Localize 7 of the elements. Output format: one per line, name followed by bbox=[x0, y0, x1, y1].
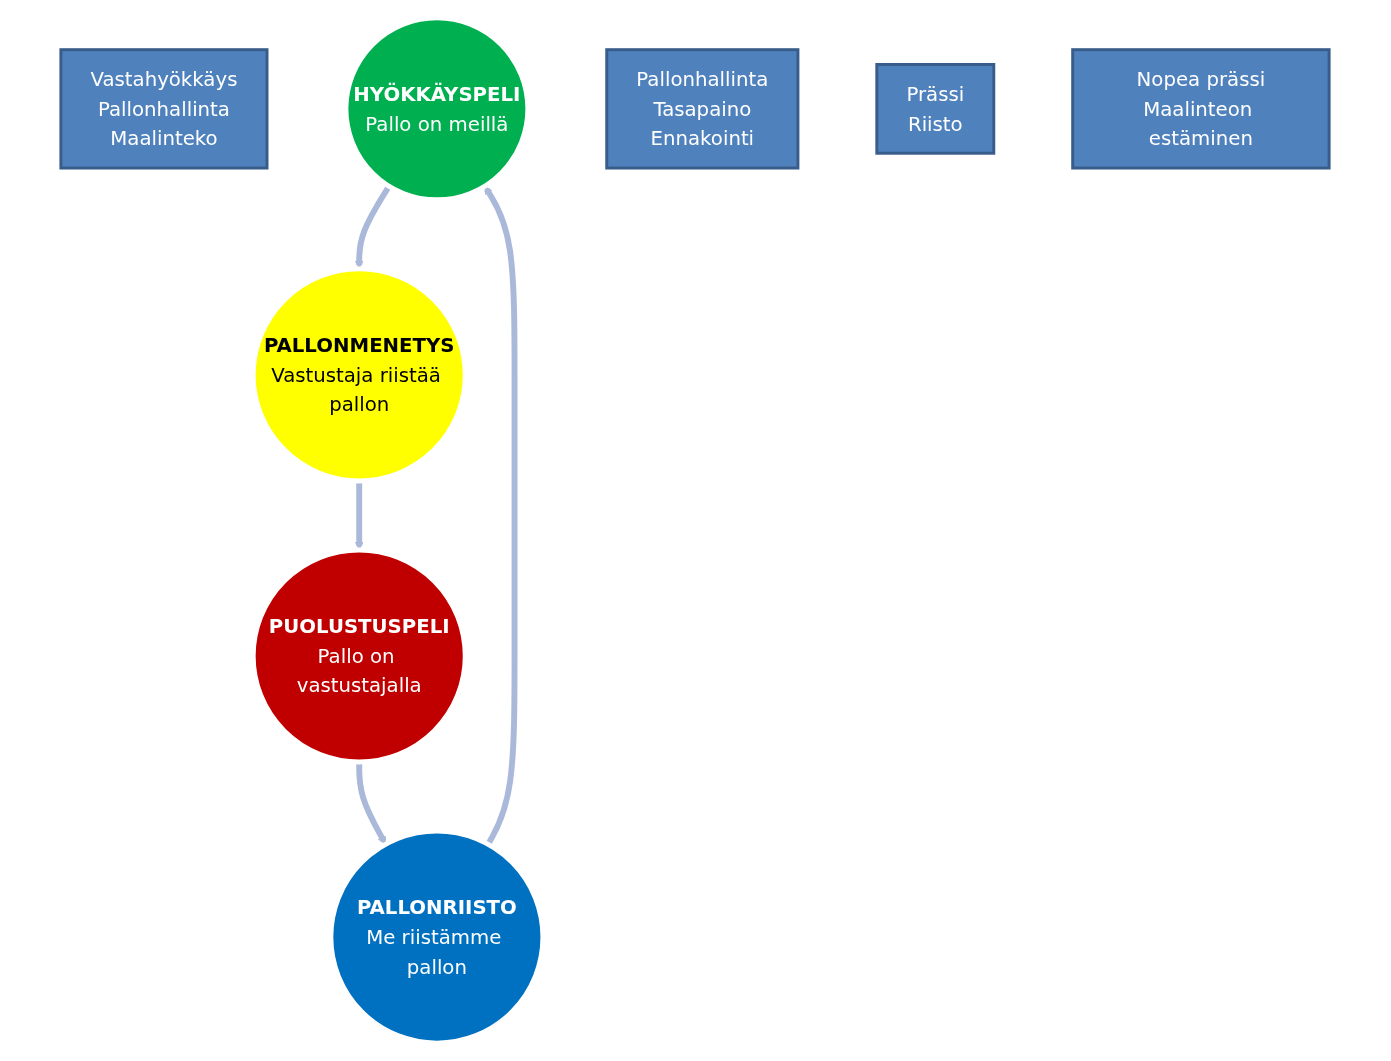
arrow bbox=[484, 185, 518, 846]
node-box: Pallonhallinta Tasapaino Ennakointi bbox=[605, 48, 800, 170]
node-box: Nopea prässi Maalinteon estäminen bbox=[1071, 48, 1332, 170]
arrow bbox=[356, 762, 387, 845]
node-box: Vastahyökkäys Pallonhallinta Maalinteko bbox=[59, 48, 269, 170]
arrow bbox=[355, 480, 365, 551]
node-box: Prässi Riisto bbox=[875, 63, 996, 155]
